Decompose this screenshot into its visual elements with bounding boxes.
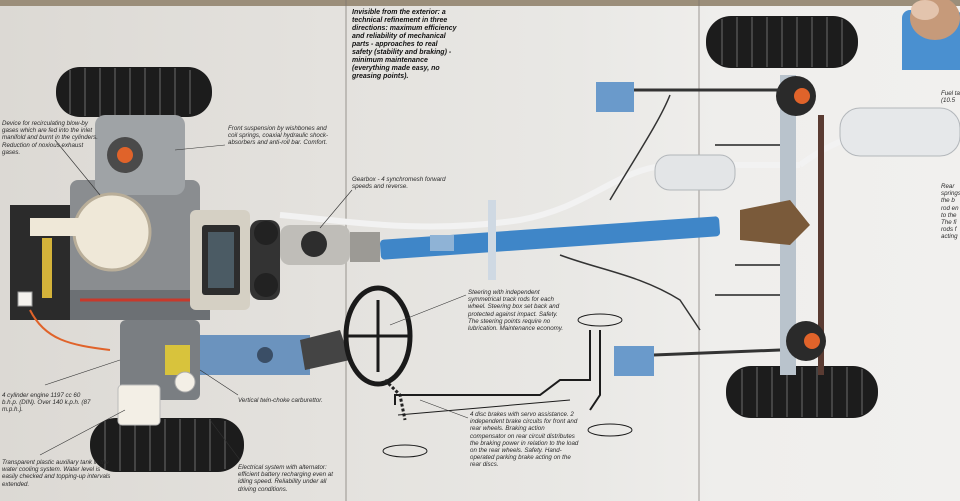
callout-lines (39, 139, 469, 461)
caption-rear: Rear springs the b rod en to the The fi … (941, 183, 960, 241)
photographer-thumb (890, 0, 960, 82)
caption-electrical: Electrical system with alternator: effic… (238, 464, 333, 493)
top-edge-band (0, 0, 960, 6)
caption-gearbox: Gearbox - 4 synchromesh forward speeds a… (352, 176, 446, 191)
wheel-front-right (90, 418, 244, 472)
caption-steering: Steering with independent symmetrical tr… (468, 289, 564, 333)
page-fold-right (698, 0, 700, 501)
rear-axle (596, 75, 826, 376)
caption-blowby: Device for recirculating blow-by gases w… (2, 120, 98, 156)
front-subframe (200, 330, 350, 375)
caption-front-suspension: Front suspension by wishbones and coil s… (228, 125, 329, 147)
caption-engine: 4 cylinder engine 1197 cc 60 b.h.p. (DIN… (2, 392, 91, 414)
brake-line (559, 254, 701, 331)
caption-intro: Invisible from the exterior: a technical… (352, 9, 457, 80)
steering-wheel (343, 285, 413, 421)
caption-brakes: 4 disc brakes with servo assistance. 2 i… (470, 411, 579, 469)
engine-assembly (10, 115, 280, 426)
wheel-rear-left (706, 16, 858, 68)
brake-circuit-diagram (382, 313, 633, 458)
exhaust-rear-silencer (798, 107, 960, 168)
handbrake-cable (609, 94, 671, 201)
gearbox-unit (280, 225, 380, 265)
caption-carburettor: Vertical twin-choke carburettor. (238, 397, 323, 404)
wheel-front-left (56, 67, 212, 117)
propeller-shaft (379, 200, 721, 280)
caption-fuel-tank: Fuel ta (10.5 (941, 90, 960, 105)
exhaust-pipe (279, 161, 800, 230)
exhaust-silencer (654, 154, 736, 191)
caption-tank: Transparent plastic auxiliary tank in th… (2, 459, 111, 488)
wheel-rear-right (726, 366, 878, 418)
